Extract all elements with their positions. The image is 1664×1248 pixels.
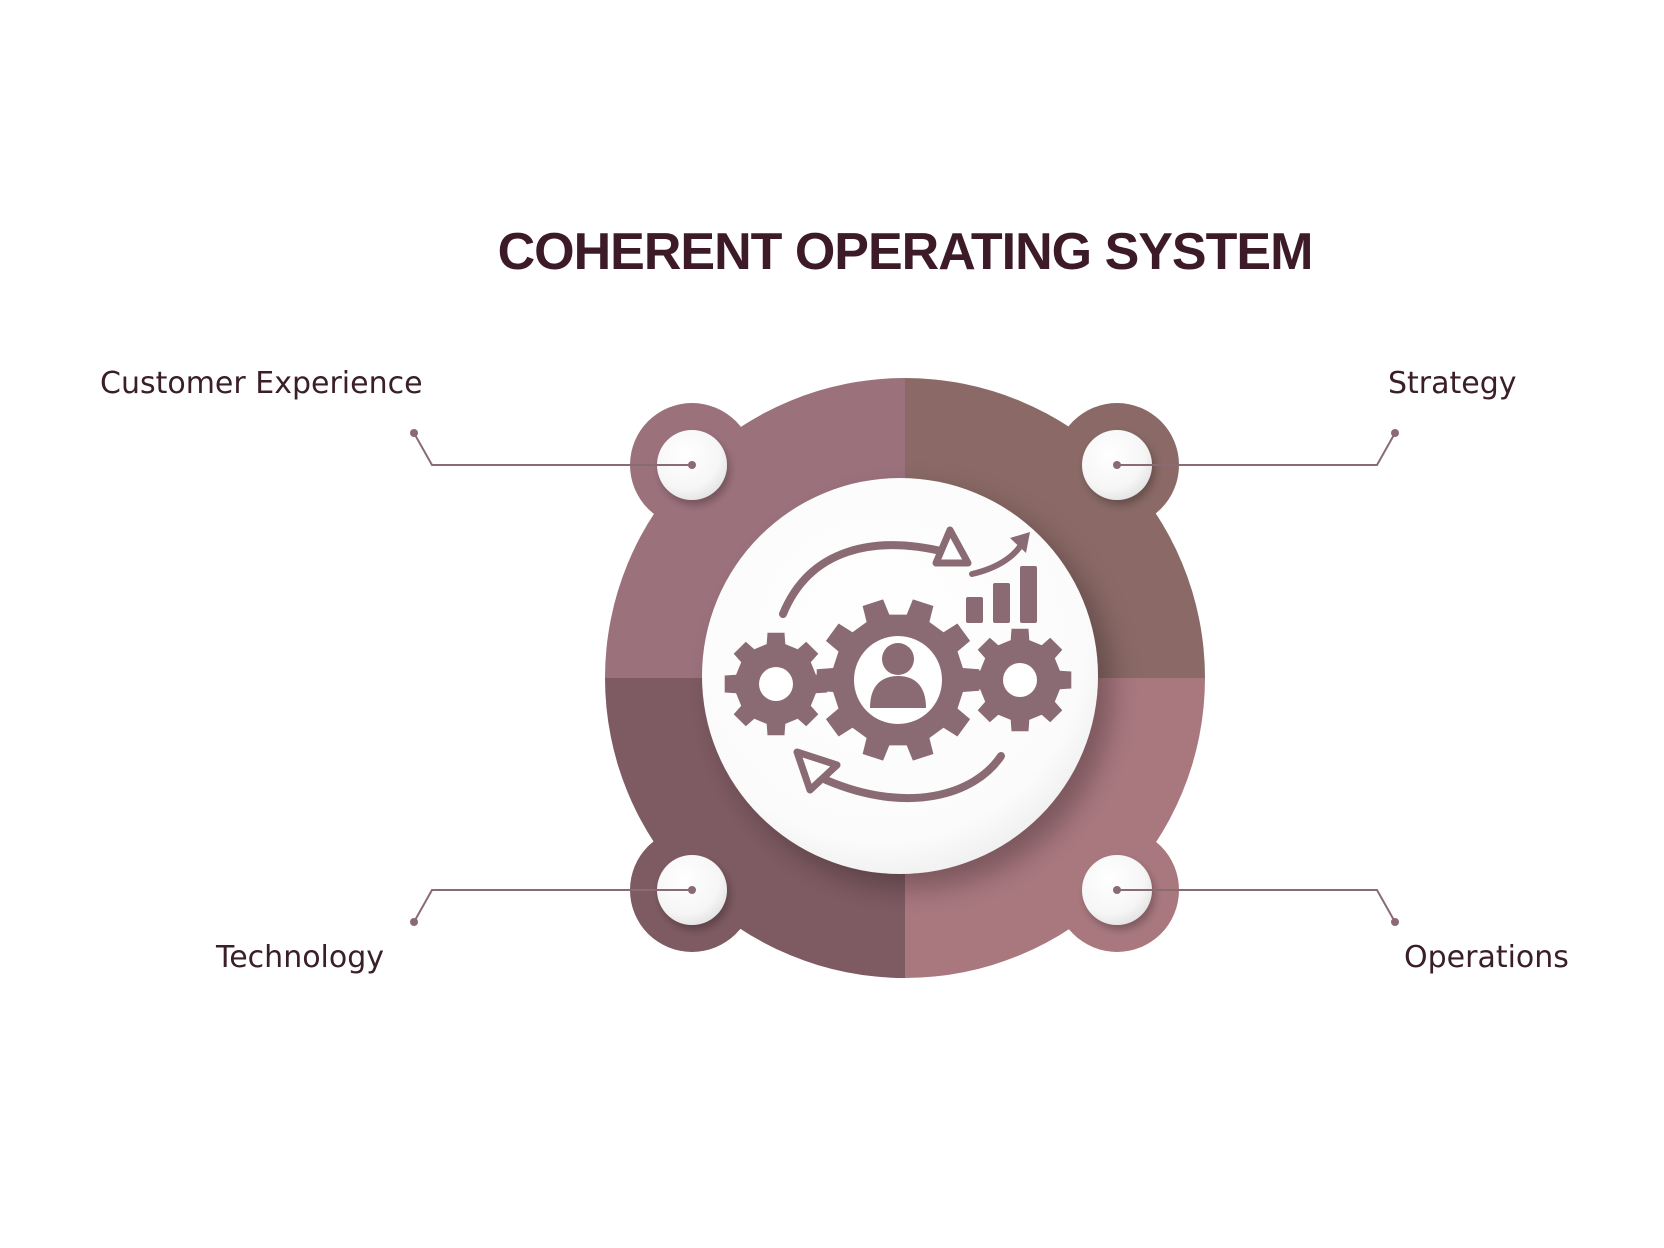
person-icon [870,643,926,708]
label-customer-experience: Customer Experience [100,366,423,401]
gears-with-person-cycle-growth-icon [724,526,1072,802]
gear-right-icon [968,628,1072,732]
connector-technology [410,886,696,926]
label-operations: Operations [1404,940,1569,975]
cycle-arrow-top-icon [932,526,972,567]
label-technology: Technology [216,940,385,975]
cycle-arc-bottom-icon [822,752,1005,802]
cycle-arc-top-icon [779,541,949,618]
bar-chart-icon [966,566,1037,623]
growth-arrowhead-icon [1010,532,1030,553]
connector-strategy [1113,429,1399,469]
gear-left-icon [724,632,828,736]
connector-customer-experience [410,429,696,469]
gear-right-hole [1003,663,1037,697]
connectors [410,429,1399,926]
label-strategy: Strategy [1388,366,1517,401]
cycle-arrow-bottom-icon [793,748,841,794]
diagram-title: COHERENT OPERATING SYSTEM [497,223,1314,281]
gear-left-hole [759,667,793,701]
connector-operations [1113,886,1399,926]
